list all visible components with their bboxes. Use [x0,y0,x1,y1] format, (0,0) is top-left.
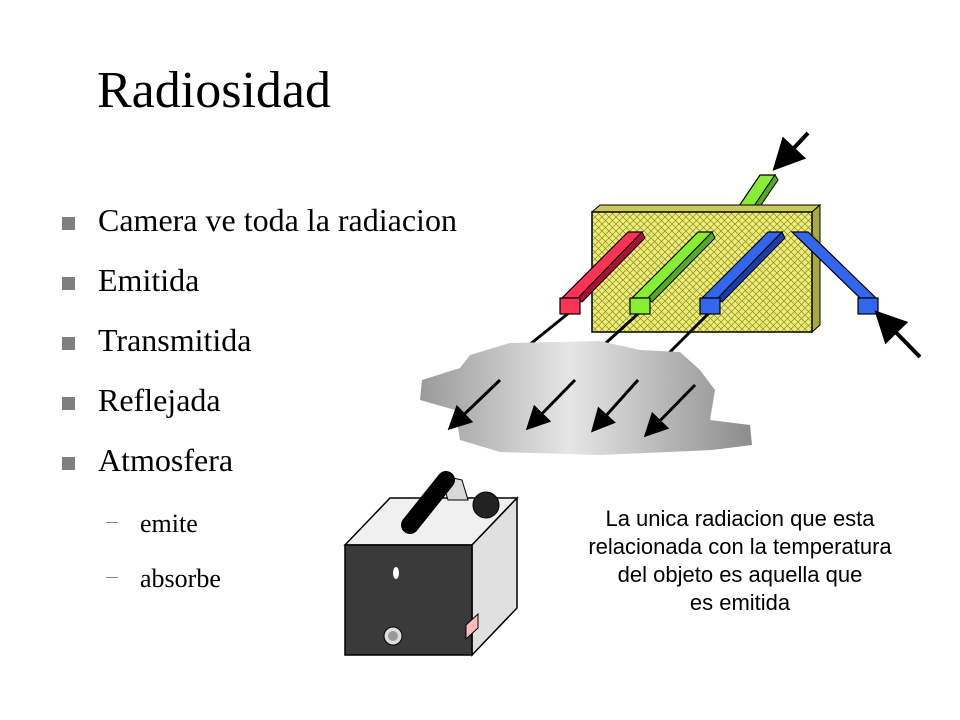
caption-line: relacionada con la temperatura [588,534,892,559]
reflected-beam-in [790,231,879,315]
bullet-text: Atmosfera [98,442,234,478]
square-bullet-icon [62,217,75,230]
bullet-text: Transmitida [98,322,252,358]
atmosphere-cloud [420,341,752,455]
sub-bullet-text: emite [140,509,198,538]
transmitted-beam [629,231,716,315]
square-bullet-icon [62,277,75,290]
bullet-text: Camera ve toda la radiacion [98,202,457,238]
atmosphere-arrows [447,378,697,438]
square-bullet-icon [62,397,75,410]
slide-title: Radiosidad [97,62,331,119]
dash-bullet-icon [106,522,118,523]
caption-line: La unica radiacion que esta [605,506,875,531]
reflected-beam-out [699,231,786,315]
transmitted-beam-top [733,174,779,215]
bullet-text: Emitida [98,262,200,298]
square-bullet-icon [62,457,75,470]
incoming-arrow-top [772,131,810,171]
dash-bullet-icon [106,577,118,578]
caption-line: es emitida [689,590,791,615]
square-bullet-icon [62,337,75,350]
bullet-text: Reflejada [98,382,221,418]
sub-bullet-text: absorbe [140,564,221,593]
caption: La unica radiacion que esta relacionada … [515,505,960,617]
caption-line: del objeto es aquella que [617,562,863,587]
emitted-beam [559,231,646,315]
camera [343,471,519,657]
incoming-arrow-right [874,310,922,359]
